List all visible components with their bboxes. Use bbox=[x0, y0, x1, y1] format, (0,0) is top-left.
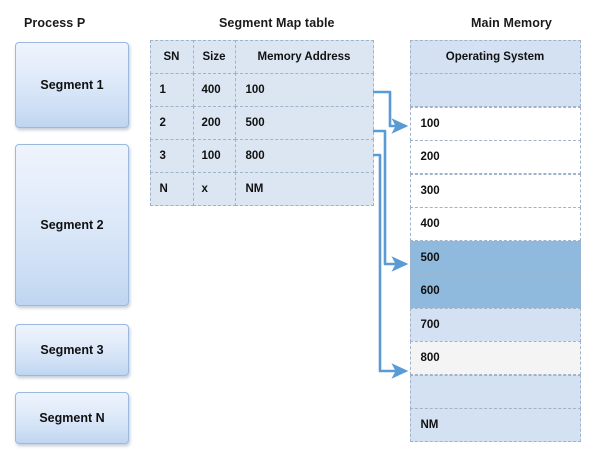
cell-size: 200 bbox=[192, 105, 236, 140]
table-row: N x NM bbox=[149, 171, 376, 206]
segment-label: Segment 2 bbox=[40, 218, 104, 232]
header-cell-sn: SN bbox=[149, 39, 194, 74]
connector-arrow-800 bbox=[373, 153, 409, 379]
process-segment-box: Segment N bbox=[15, 392, 129, 444]
cell-size: x bbox=[192, 171, 236, 206]
connector-arrow-500 bbox=[373, 129, 409, 272]
table-row: 3 100 800 bbox=[149, 138, 376, 173]
memory-row-300: 300 bbox=[409, 173, 581, 208]
main-memory-table: Operating System 100 200 300 400 500 600… bbox=[409, 39, 581, 442]
cell-sn: 1 bbox=[149, 72, 194, 107]
memory-row-nm: NM bbox=[409, 408, 581, 442]
memory-row bbox=[409, 73, 581, 107]
cell-memory-address: 100 bbox=[234, 72, 374, 107]
segment-label: Segment 1 bbox=[40, 78, 104, 92]
cell-sn: 2 bbox=[149, 105, 194, 140]
header-cell-size: Size bbox=[192, 39, 236, 74]
segment-label: Segment N bbox=[39, 411, 105, 425]
memory-row-200: 200 bbox=[409, 140, 581, 174]
memory-row bbox=[409, 374, 581, 409]
memory-row-800: 800 bbox=[409, 341, 581, 375]
cell-memory-address: 800 bbox=[234, 138, 374, 173]
memory-row-400: 400 bbox=[409, 207, 581, 241]
memory-row-100: 100 bbox=[409, 106, 581, 141]
memory-row-operating-system: Operating System bbox=[409, 39, 581, 74]
segment-label: Segment 3 bbox=[40, 343, 104, 357]
process-segment-box: Segment 2 bbox=[15, 144, 129, 306]
segment-map-table-title: Segment Map table bbox=[219, 16, 335, 30]
memory-row-600: 600 bbox=[409, 274, 581, 308]
table-row: 1 400 100 bbox=[149, 72, 376, 107]
cell-memory-address: 500 bbox=[234, 105, 374, 140]
cell-memory-address: NM bbox=[234, 171, 374, 206]
header-cell-memory-address: Memory Address bbox=[234, 39, 374, 74]
memory-row-500: 500 bbox=[409, 240, 581, 275]
process-title: Process P bbox=[24, 16, 86, 30]
cell-size: 100 bbox=[192, 138, 236, 173]
main-memory-title: Main Memory bbox=[471, 16, 552, 30]
process-segment-box: Segment 1 bbox=[15, 42, 129, 128]
cell-size: 400 bbox=[192, 72, 236, 107]
connector-arrow-100 bbox=[373, 90, 409, 134]
cell-sn: N bbox=[149, 171, 194, 206]
table-header-row: SN Size Memory Address bbox=[149, 39, 376, 74]
cell-sn: 3 bbox=[149, 138, 194, 173]
segment-map-table: SN Size Memory Address 1 400 100 2 200 5… bbox=[149, 39, 376, 206]
memory-row-700: 700 bbox=[409, 307, 581, 342]
table-row: 2 200 500 bbox=[149, 105, 376, 140]
process-segment-box: Segment 3 bbox=[15, 324, 129, 376]
